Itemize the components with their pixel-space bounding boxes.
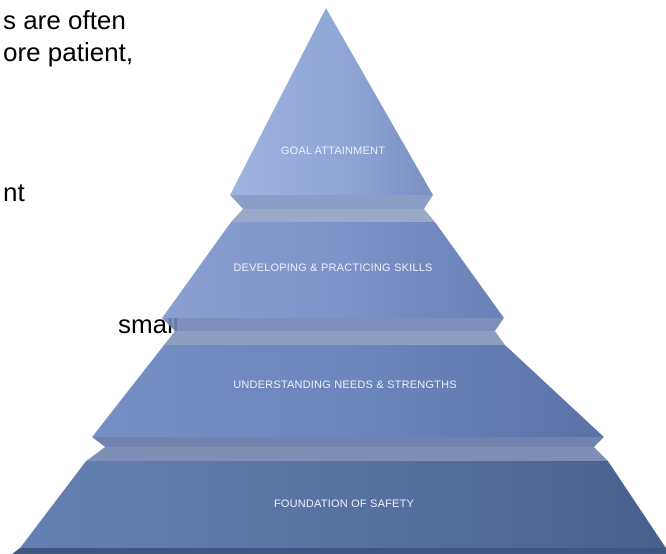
tier-foundation-of-safety: FOUNDATION OF SAFETY bbox=[12, 447, 666, 554]
tier-goal-attainment: GOAL ATTAINMENT bbox=[230, 8, 433, 209]
tier-understanding-needs: UNDERSTANDING NEEDS & STRENGTHS bbox=[92, 331, 604, 447]
tier-label-foundation-of-safety: FOUNDATION OF SAFETY bbox=[274, 498, 415, 510]
body-text-line-2: ore patient, bbox=[3, 37, 134, 67]
tier-label-understanding-needs: UNDERSTANDING NEEDS & STRENGTHS bbox=[233, 379, 457, 391]
body-text-line-1: s are often bbox=[3, 5, 126, 35]
body-text-line-3: nt bbox=[3, 177, 25, 207]
tier-developing-skills: DEVELOPING & PRACTICING SKILLS bbox=[162, 209, 504, 331]
tier-label-developing-skills: DEVELOPING & PRACTICING SKILLS bbox=[233, 262, 432, 274]
tier-label-goal-attainment: GOAL ATTAINMENT bbox=[281, 145, 385, 157]
